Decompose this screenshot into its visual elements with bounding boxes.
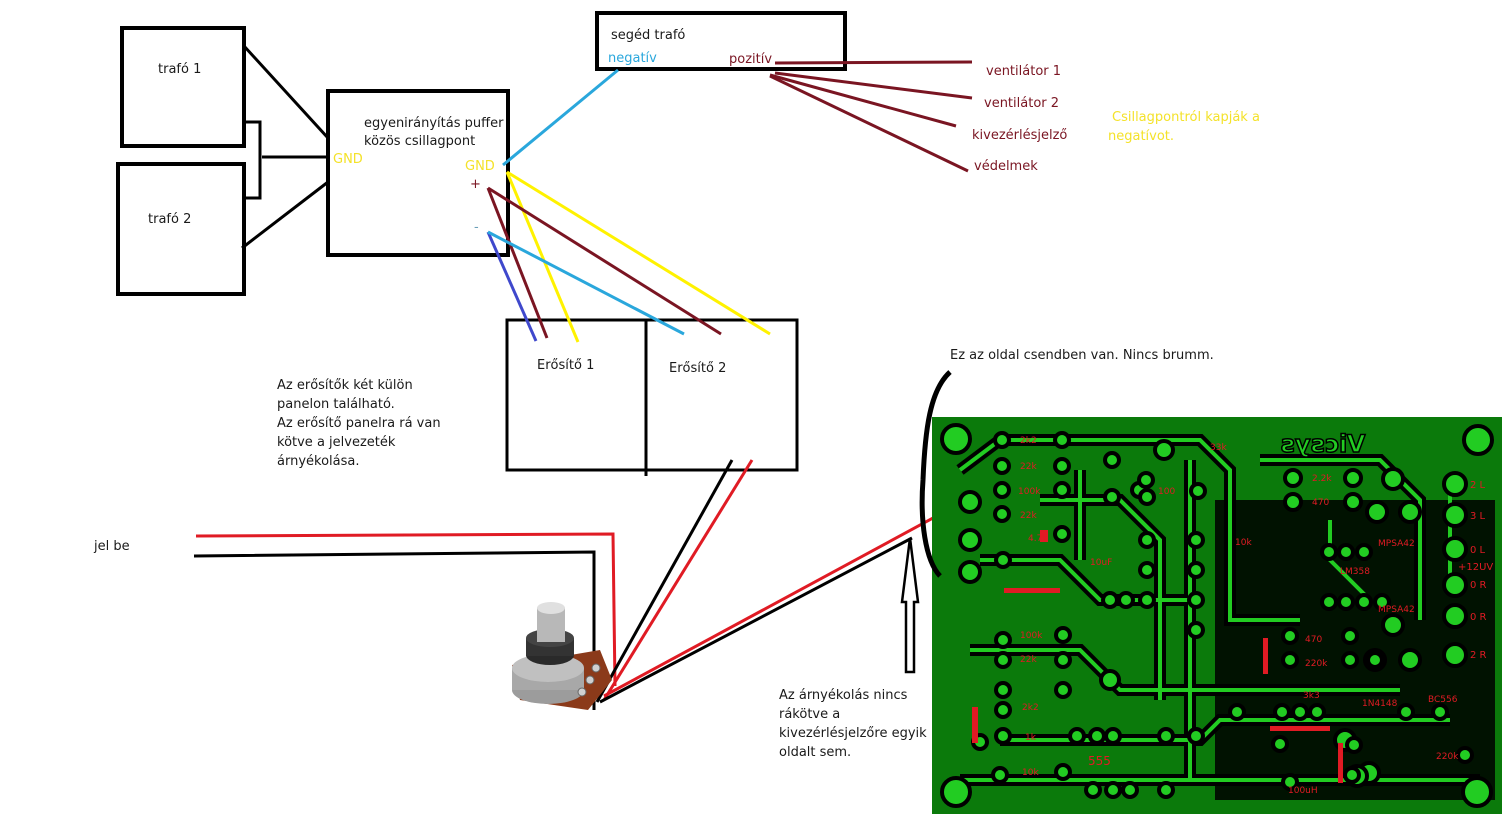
pcb-connector-12v: +12UV — [1458, 562, 1493, 573]
trafo-wires — [241, 44, 330, 250]
wires-power-amps — [486, 170, 771, 343]
pcb-label: 100 — [1158, 487, 1175, 497]
pcb-label: 470 — [1305, 635, 1322, 645]
amp-note-line1: Az erősítők két külön — [277, 378, 413, 393]
pcb-label: 2.2k — [1312, 474, 1332, 484]
rectifier-gnd-in: GND — [333, 152, 363, 167]
arrow-up-icon — [900, 537, 920, 674]
pcb-connector-2l: 2 L — [1470, 480, 1486, 491]
pcb-label: 220k — [1436, 752, 1459, 762]
aux-transformer-box — [595, 11, 847, 71]
rectifier-minus: - — [474, 220, 479, 235]
pcb-label: LM358 — [1340, 567, 1370, 577]
pcb-connector-3l: 3 L — [1470, 511, 1486, 522]
wire-aux-negative — [502, 68, 619, 167]
shield-note-line3: kivezérlésjelzőre egyik — [779, 726, 927, 741]
consumer-fan2: ventilátor 2 — [984, 96, 1060, 111]
pcb-label: 220k — [1305, 659, 1328, 669]
signal-in-label: jel be — [94, 539, 130, 554]
pcb-label: 2k2 — [1022, 703, 1039, 713]
aux-negative-label: negatív — [608, 51, 657, 66]
consumer-protection: védelmek — [974, 159, 1038, 174]
pcb-label: BC556 — [1428, 695, 1458, 705]
pcb-label: 10k — [1022, 768, 1039, 778]
amp2-label: Erősítő 2 — [669, 361, 727, 376]
consumer-note-line1: Csillagpontról kapják a — [1112, 110, 1260, 125]
pcb-label: 1N4148 — [1362, 699, 1398, 709]
pcb-label: MPSA42 — [1378, 539, 1415, 549]
shield-wire — [919, 370, 952, 578]
pcb-connector-0r-b: 0 R — [1470, 612, 1487, 623]
shield-note-line2: rákötve a — [779, 707, 841, 722]
pcb-label: 100k — [1018, 487, 1041, 497]
aux-transformer-title: segéd trafó — [611, 28, 686, 43]
pcb-label: 4.7k — [1028, 534, 1048, 544]
shield-note-line1: Az árnyékolás nincs — [779, 688, 908, 703]
pcb-label: 100uH — [1288, 786, 1318, 796]
consumer-fan1: ventilátor 1 — [986, 64, 1062, 79]
consumer-note-line2: negatívot. — [1108, 129, 1175, 144]
pcb-label: 10k — [1235, 538, 1252, 548]
pcb-label: 470 — [1312, 498, 1329, 508]
pcb-label: 555 — [1088, 754, 1111, 768]
pcb-label: 22k — [1020, 511, 1037, 521]
wires-aux-positive — [769, 60, 973, 173]
rectifier-title-line2: közös csillagpont — [364, 134, 476, 149]
rectifier-title-line1: egyenirányítás puffer — [364, 116, 504, 131]
pcb-label: 2k2 — [1020, 436, 1037, 446]
pcb-label: 33k — [1210, 443, 1227, 453]
rectifier-plus: + — [470, 177, 481, 192]
shield-note-line4: oldalt sem. — [779, 745, 852, 760]
trafo2-box — [116, 162, 246, 296]
pcb-label: 3k3 — [1303, 691, 1320, 701]
amp-note-line3: Az erősítő panelra rá van — [277, 416, 441, 431]
pcb-label: 100k — [1020, 631, 1043, 641]
pcb-connector-0r-a: 0 R — [1470, 580, 1487, 591]
trafo1-label: trafó 1 — [158, 62, 202, 77]
pcb-connector-0l: 0 L — [1470, 545, 1486, 556]
amplifier-box — [505, 318, 799, 472]
potentiometer-icon — [512, 602, 612, 710]
pcb-label: MPSA42 — [1378, 605, 1415, 615]
pcb-connector-2r: 2 R — [1470, 650, 1487, 661]
pcb-logo: Vicsys — [1281, 430, 1366, 458]
amplifier-pcb: Vicsys 2 L 3 L 0 L +12UV 0 R 0 R 2 R 2k2… — [932, 417, 1502, 814]
trafo1-box — [120, 26, 246, 148]
pcb-label: 10uF — [1090, 558, 1112, 568]
rectifier-box — [326, 89, 510, 257]
amp-note-line4: kötve a jelvezeték — [277, 435, 396, 450]
aux-positive-label: pozitív — [729, 52, 773, 67]
quiet-side-note: Ez az oldal csendben van. Nincs brumm. — [950, 348, 1214, 363]
pcb-label: 22k — [1020, 655, 1037, 665]
amp1-label: Erősítő 1 — [537, 358, 595, 373]
rectifier-gnd-out: GND — [465, 159, 495, 174]
consumer-level-meter: kivezérlésjelző — [972, 128, 1068, 143]
amp-note-line5: árnyékolása. — [277, 454, 360, 469]
amp-note-line2: panelon található. — [277, 397, 395, 412]
pcb-label: 1k — [1025, 733, 1037, 743]
pcb-label: 22k — [1020, 462, 1037, 472]
trafo2-label: trafó 2 — [148, 212, 192, 227]
